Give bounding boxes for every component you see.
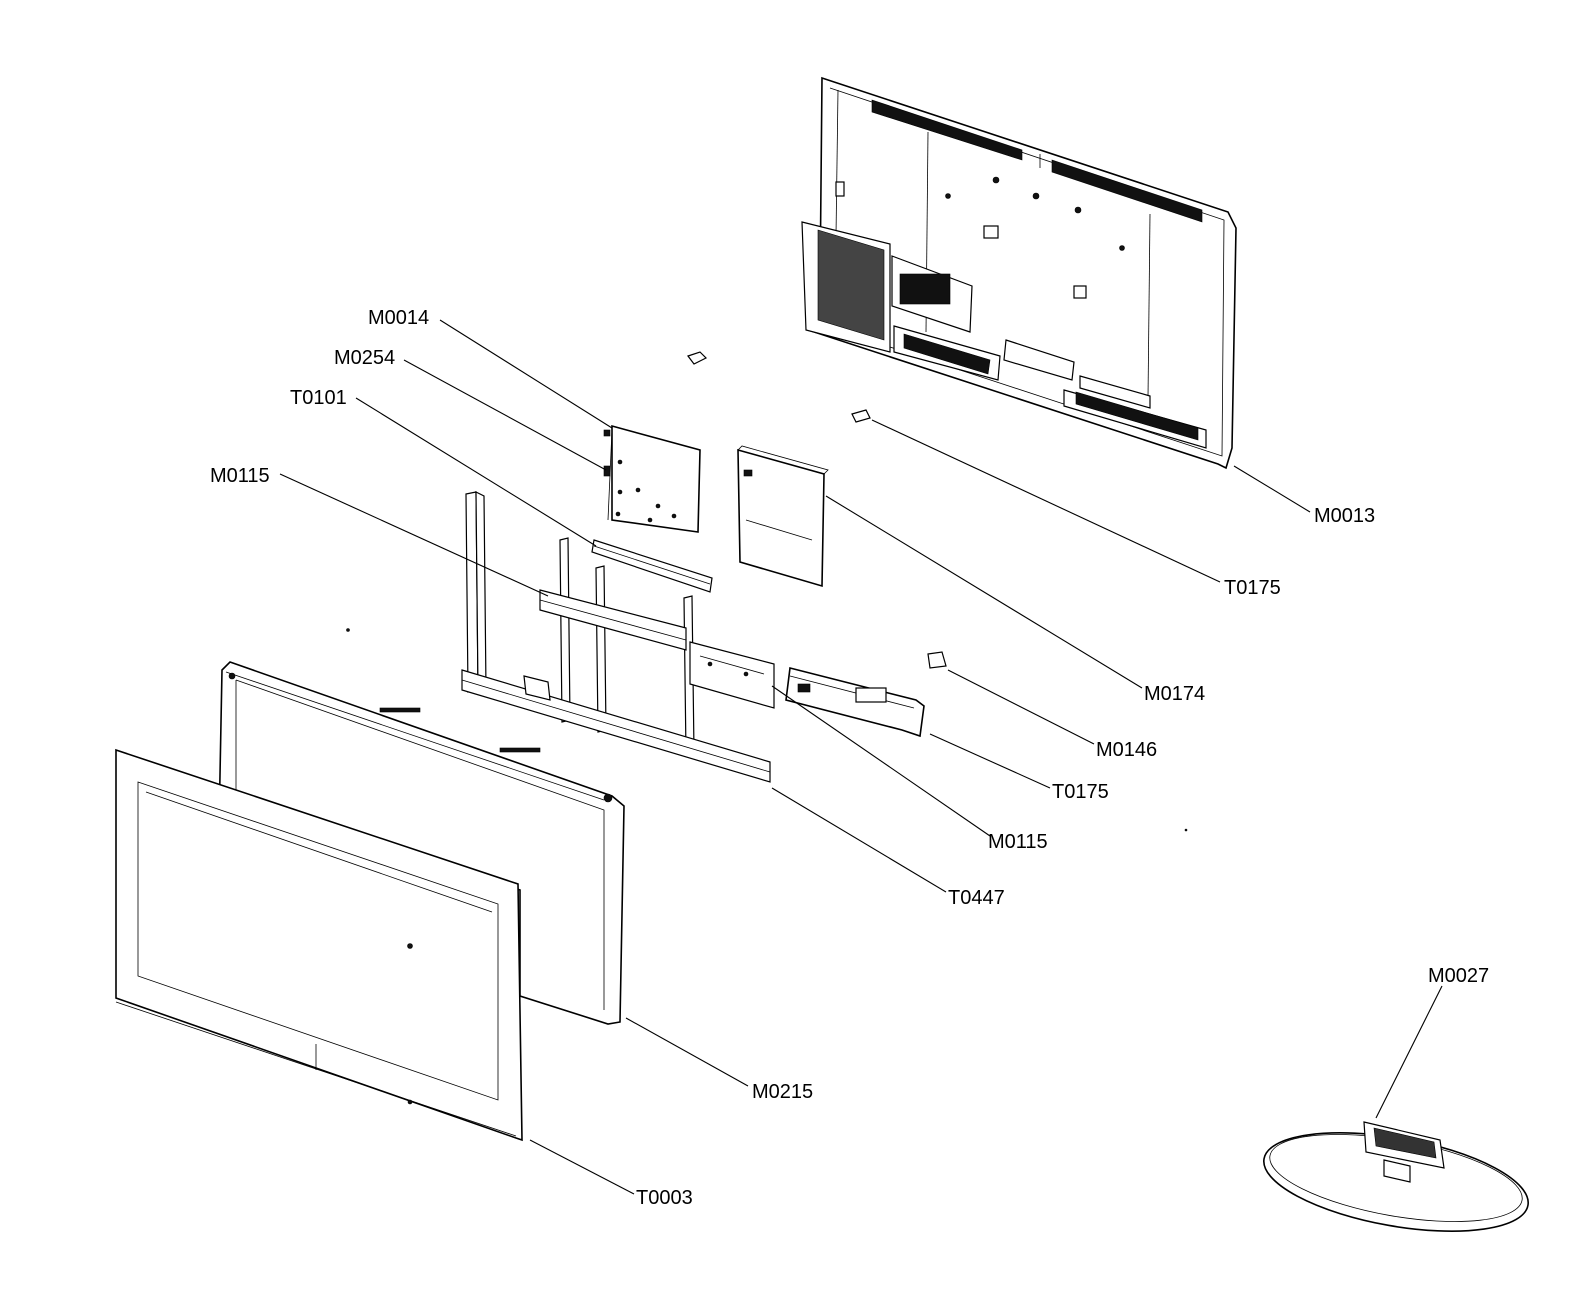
- power-board-cover: [737, 445, 829, 588]
- speaker-assembly: [785, 667, 925, 738]
- small-part-m0146: [927, 651, 947, 669]
- callout-t0175-top: T0175: [1224, 577, 1281, 599]
- bracket-t0101: [591, 539, 713, 593]
- inner-chassis-frame: [461, 491, 775, 783]
- callout-m0254: M0254: [334, 347, 395, 369]
- callout-t0447: T0447: [948, 887, 1005, 909]
- callout-t0101: T0101: [290, 387, 347, 409]
- callout-m0013: M0013: [1314, 505, 1375, 527]
- callout-m0115-right: M0115: [988, 831, 1048, 853]
- callout-m0014: M0014: [368, 307, 429, 329]
- main-board: [603, 424, 701, 533]
- small-clip-top: [687, 351, 708, 365]
- front-bezel: [115, 748, 523, 1142]
- callout-m0146: M0146: [1096, 739, 1157, 761]
- leader-lines: [279, 319, 1443, 1195]
- small-clip-t0175: [851, 409, 871, 423]
- callout-t0175-bottom: T0175: [1052, 781, 1109, 803]
- callout-m0027: M0027: [1428, 965, 1489, 987]
- callout-m0174: M0174: [1144, 683, 1205, 705]
- stand: [1263, 1121, 1529, 1232]
- callout-m0215: M0215: [752, 1081, 813, 1103]
- rear-cabinet: [801, 76, 1237, 470]
- callout-m0115-left: M0115: [210, 465, 270, 487]
- callout-t0003: T0003: [636, 1187, 693, 1209]
